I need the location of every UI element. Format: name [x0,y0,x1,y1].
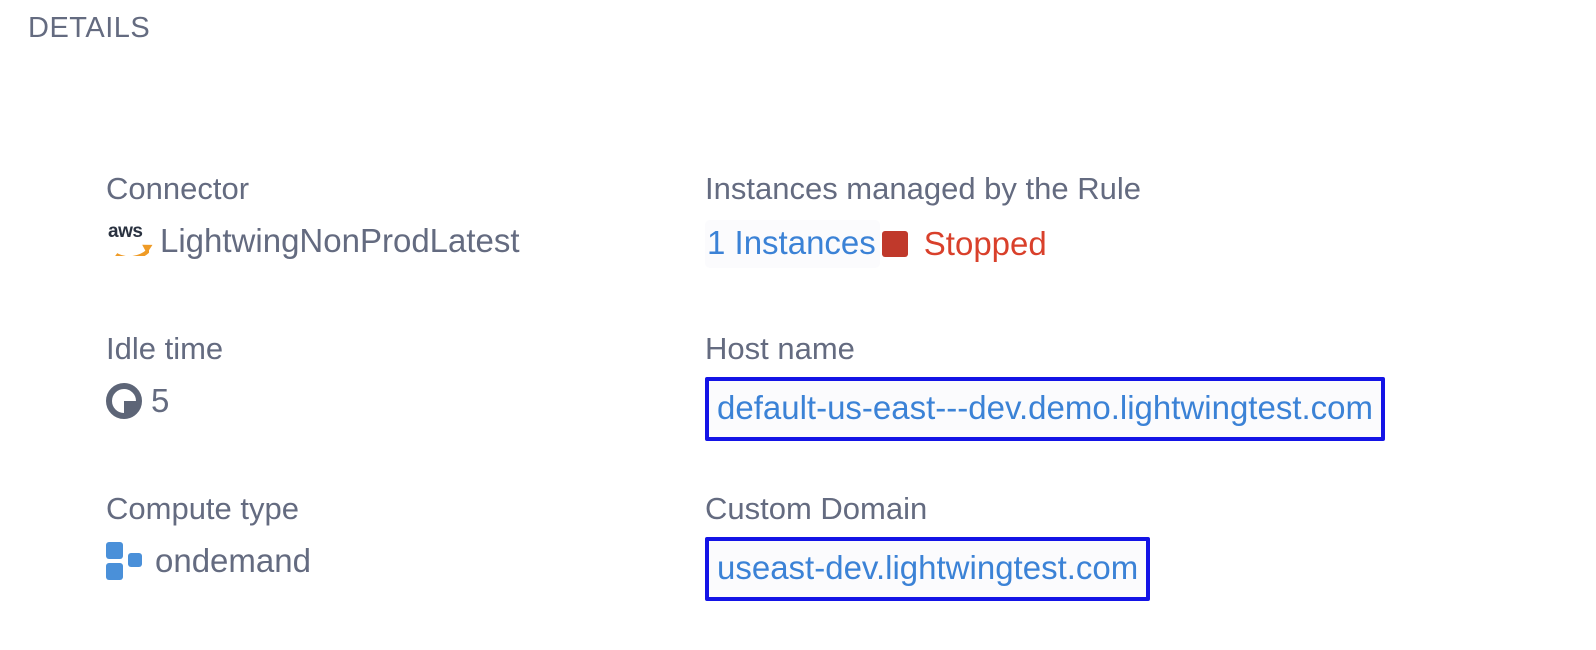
idle-time-label: Idle time [106,331,224,366]
stopped-square-icon [881,231,908,257]
field-custom-domain: Custom Domain useast-dev.lightwingtest.c… [705,490,1151,601]
connector-value-row: aws LightwingNonProdLatest [106,220,520,262]
instances-count-link[interactable]: 1 Instances [705,220,880,268]
details-row: Idle time 5 Host name default-us-east---… [0,330,1596,490]
clock-pie-icon [106,383,142,419]
idle-time-value: 5 [151,382,170,419]
custom-domain-link[interactable]: useast-dev.lightwingtest.com [709,541,1147,597]
field-host-name: Host name default-us-east---dev.demo.lig… [705,330,1386,441]
page-title: DETAILS [28,12,151,44]
field-idle-time: Idle time 5 [106,330,223,422]
instances-value-row: 1 Instances Stopped [705,220,1141,268]
aws-icon: aws [106,222,155,258]
custom-domain-annotation-box: useast-dev.lightwingtest.com [705,537,1151,601]
compute-type-label: Compute type [106,491,299,526]
host-name-link[interactable]: default-us-east---dev.demo.lightwingtest… [709,381,1382,437]
compute-blocks-icon [106,542,146,580]
connector-value: LightwingNonProdLatest [160,222,520,259]
host-name-label: Host name [705,331,855,366]
custom-domain-label: Custom Domain [705,491,928,526]
field-compute-type: Compute type ondemand [106,490,311,582]
details-grid: Connector aws LightwingNonProdLatest Ins… [0,170,1596,650]
details-row: Compute type ondemand Custom Domain usea… [0,490,1596,650]
field-connector: Connector aws LightwingNonProdLatest [106,170,520,262]
status-badge: Stopped [923,225,1047,262]
field-instances: Instances managed by the Rule 1 Instance… [705,170,1141,268]
custom-domain-value-row: useast-dev.lightwingtest.com [705,537,1151,601]
connector-label: Connector [106,171,250,206]
host-name-annotation-box: default-us-east---dev.demo.lightwingtest… [705,377,1386,441]
compute-type-value-row: ondemand [106,540,311,582]
idle-time-value-row: 5 [106,380,223,422]
details-row: Connector aws LightwingNonProdLatest Ins… [0,170,1596,330]
instances-label: Instances managed by the Rule [705,171,1141,206]
compute-type-value: ondemand [155,542,311,579]
host-name-value-row: default-us-east---dev.demo.lightwingtest… [705,377,1386,441]
